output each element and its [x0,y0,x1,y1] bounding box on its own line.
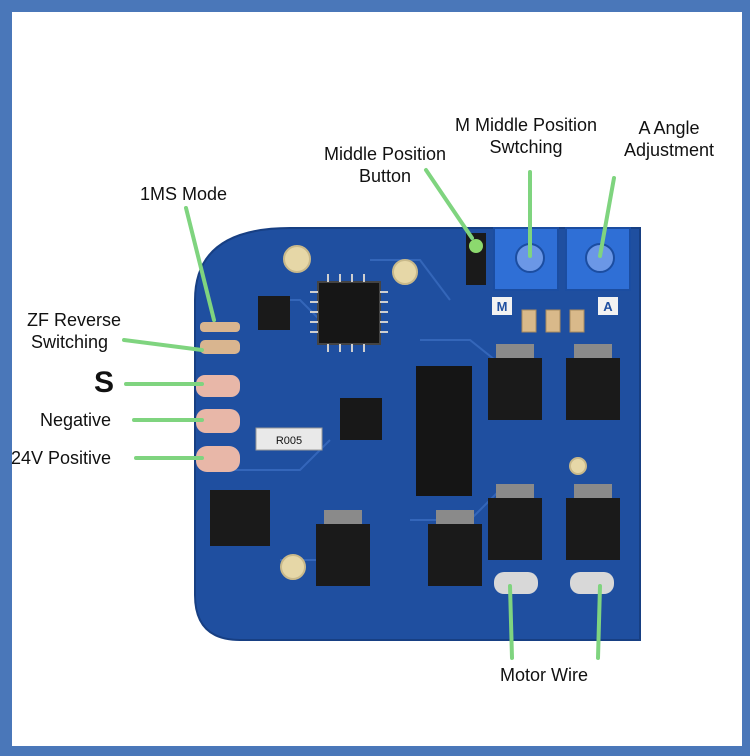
label-1ms-mode: 1MS Mode [140,183,227,205]
label-zf-reverse-line1: ZF Reverse [27,310,122,330]
label-motor-wire: Motor Wire [500,664,588,686]
pointer-1ms [184,206,216,322]
mosfet-6 [428,524,482,586]
input-pads [196,322,240,472]
microcontroller-chip [317,281,381,345]
mosfet-1 [488,358,542,420]
pad-zf [200,340,240,354]
label-middle-position-button: Middle Position Button [310,143,460,187]
label-a-angle-adjustment: A Angle Adjustment [614,117,724,161]
label-m-middle-position: M Middle Position Swtching [440,114,612,158]
a-marker: A [603,299,613,314]
driver-ic [340,398,382,440]
label-signal-s: S [94,366,114,400]
pad-negative [196,409,240,433]
small-ic [258,296,290,330]
mount-hole-top-center [392,259,418,285]
motor-pad-1 [494,572,538,594]
label-a-angle-line2: Adjustment [623,140,715,160]
driver-ic-strip [416,366,472,496]
frame-right-border [742,0,750,756]
label-m-middle-position-line2: Swtching [489,137,563,157]
pad-1ms [200,322,240,332]
label-middle-position-button-line1: Middle Position [323,144,447,164]
label-middle-position-button-line2: Button [358,166,412,186]
label-zf-reverse-line2: Switching [31,332,109,352]
label-negative: Negative [40,409,111,431]
pointer-motor-wire-2 [596,584,602,660]
frame-left-border [0,0,12,756]
label-signal-s-text: S [94,366,115,399]
mosfets [210,358,620,586]
motor-pad-2 [570,572,614,594]
shunt-resistor-code: R005 [276,435,302,447]
label-zf-reverse: ZF Reverse Switching [27,309,121,353]
frame-top-border [0,0,750,12]
mosfet-7 [210,490,270,546]
frame-bottom-border [0,746,750,756]
pad-s [196,375,240,397]
pointer-a-angle [598,176,616,258]
mosfet-2 [566,358,620,420]
pointer-middle-button [424,168,474,240]
pointer-zf-reverse [122,338,204,352]
mosfet-4 [566,498,620,560]
label-24v-positive: 24V Positive [11,447,111,469]
label-negative-text: Negative [40,410,112,430]
mosfet-3 [488,498,542,560]
middle-position-led [469,239,483,253]
pad-positive [196,446,240,472]
label-24v-positive-text: 24V Positive [11,448,112,468]
pointer-lines [122,168,616,660]
mosfet-5 [316,524,370,586]
m-marker: M [497,299,508,314]
mount-hole-right [569,457,587,475]
shunt-resistor [255,427,323,451]
label-m-middle-position-line1: M Middle Position [454,115,598,135]
label-a-angle-line1: A Angle [638,118,700,138]
pointer-motor-wire-1 [508,584,514,660]
label-1ms-mode-text: 1MS Mode [140,184,228,204]
label-motor-wire-text: Motor Wire [500,665,589,685]
mount-hole-bottom-left [280,554,306,580]
mount-hole-top-left [283,245,311,273]
